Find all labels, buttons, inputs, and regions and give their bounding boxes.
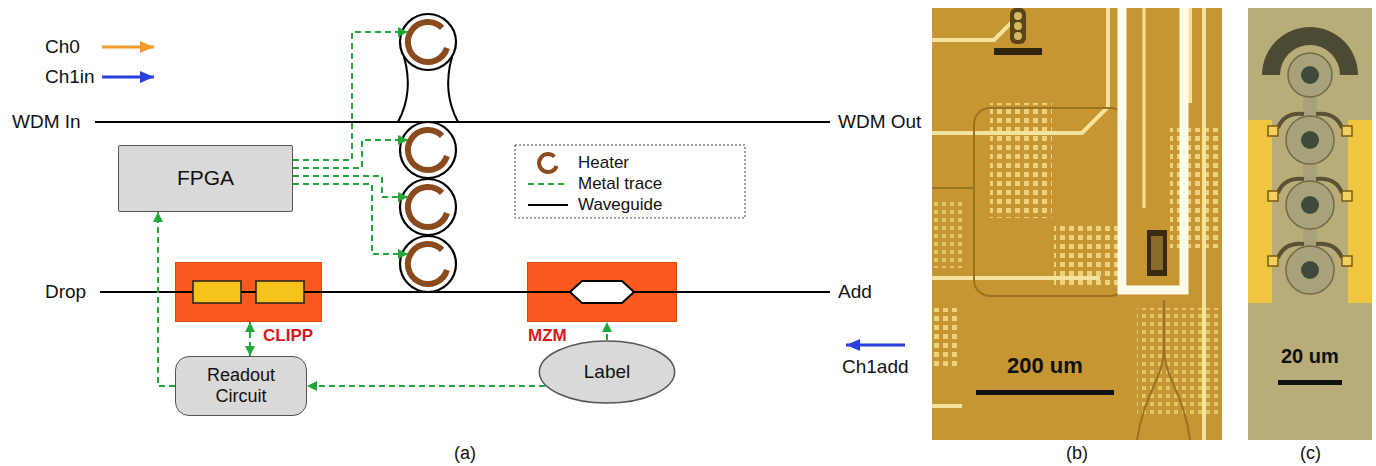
legend-box [515,145,745,218]
ring-resonator [400,179,456,235]
metal-trace-connector [606,322,608,340]
metal-trace-connector [249,322,251,356]
node-text: Readout Circuit [184,365,298,406]
waveguide-segment [527,291,570,293]
text-label: (c) [1300,443,1321,464]
metal-trace-connector [158,212,175,386]
text-label: Ch1in [45,66,95,88]
clipp-electrode [193,281,241,303]
node-text: FPGA [177,166,234,190]
ring-resonator [400,14,456,70]
ring-resonator [400,122,456,178]
ring-resonator [400,236,456,292]
text-label: (b) [1066,443,1088,464]
metal-trace [293,184,408,254]
ellipse-shape [539,341,674,403]
metal-trace-connector [307,385,545,387]
waveguide-segment [634,291,677,293]
fpga-box: FPGA [118,145,293,212]
text-label: 200 um [1007,353,1083,378]
ch1in-arrow [102,76,154,79]
legend-text: Waveguide [578,195,662,215]
text-label: Ch1add [842,356,909,378]
mzm-inner-drawing [527,262,677,322]
chip-micrograph [932,8,1222,440]
component-name: MZM [528,326,567,346]
text-label: 20 um [1281,345,1339,368]
component-name: CLIPP [263,326,313,346]
heater-arc [408,187,447,227]
metal-trace [293,176,408,197]
bus-waveguide [95,121,830,123]
add-waveguide [677,291,830,293]
text-label: Drop [45,281,86,303]
drop-waveguide [100,291,175,293]
heater-arc [408,22,447,62]
ring-coupler [398,57,408,122]
legend-trace-sample [528,183,568,185]
heater-arc [408,130,447,170]
ch0-arrow [102,46,154,49]
ring-micrograph [1248,8,1372,440]
mzi-arms [570,281,634,303]
readout-circuit-box: Readout Circuit [175,356,307,416]
text-label: WDM In [12,111,81,133]
legend-text: Metal trace [578,174,662,194]
clipp-electrode [256,281,304,303]
scale-bar [976,390,1114,395]
mzm-modulator: MZM [527,262,677,322]
legend-waveguide-sample [528,204,568,206]
scale-bar [1278,380,1342,385]
node-text: Label [584,361,631,383]
clipp-inner-drawing [175,262,322,322]
waveguide-connector [322,291,527,293]
text-label: WDM Out [838,111,921,133]
label-ellipse: Label [538,340,676,404]
legend-text: Heater [578,153,629,173]
legend-heater-sample [539,154,556,172]
text-label: (a) [454,443,476,464]
ring-coupler [448,57,458,122]
ch1add-arrow [846,344,905,347]
metal-trace [293,140,408,168]
heater-arc [408,244,447,284]
text-label: Ch0 [45,36,80,58]
clipp-detector: CLIPP [175,262,322,322]
text-label: Add [838,281,872,303]
